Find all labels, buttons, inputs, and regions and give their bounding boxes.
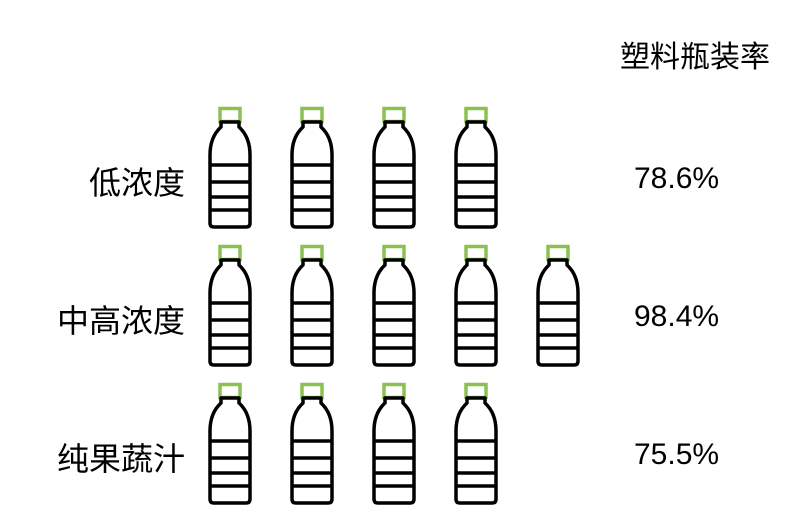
bottle-body	[208, 258, 252, 367]
value-label: 78.6%	[634, 162, 720, 195]
bottle-cap	[382, 244, 406, 262]
bottle-icon	[290, 106, 334, 229]
bottle-icon	[372, 382, 416, 505]
chart-title: 塑料瓶装率	[620, 40, 770, 75]
bottle-body	[372, 396, 416, 505]
bottle-icon	[454, 244, 498, 367]
bottle-cap	[300, 382, 324, 400]
bottle-icon	[454, 106, 498, 229]
bottle-cap	[300, 106, 324, 124]
bottle-icon	[290, 244, 334, 367]
bottle-body	[372, 258, 416, 367]
bottle-icon	[208, 106, 252, 229]
bottle-body	[208, 396, 252, 505]
bottle-body	[208, 120, 252, 229]
bottle-body	[454, 258, 498, 367]
category-label: 纯果蔬汁	[56, 440, 185, 478]
bottle-icon	[208, 244, 252, 367]
bottle-cap	[218, 106, 242, 124]
bottle-icon	[454, 382, 498, 505]
bottle-cap	[382, 382, 406, 400]
bottle-icon	[208, 382, 252, 505]
bottle-cap	[464, 106, 488, 124]
bottle-cap	[464, 382, 488, 400]
bottle-cap	[382, 106, 406, 124]
category-label: 低浓度	[88, 164, 185, 202]
bottle-icon	[372, 244, 416, 367]
bottle-body	[454, 396, 498, 505]
bottle-body	[290, 396, 334, 505]
bottle-cap	[546, 244, 570, 262]
bottle-body	[372, 120, 416, 229]
value-label: 98.4%	[634, 300, 720, 333]
bottle-body	[536, 258, 580, 367]
bottle-body	[454, 120, 498, 229]
category-label: 中高浓度	[56, 302, 185, 340]
bottle-cap	[218, 244, 242, 262]
bottle-cap	[300, 244, 324, 262]
bottle-body	[290, 120, 334, 229]
bottle-icon	[290, 382, 334, 505]
bottle-cap	[218, 382, 242, 400]
value-label: 75.5%	[634, 438, 720, 471]
bottle-body	[290, 258, 334, 367]
bottle-cap	[464, 244, 488, 262]
bottle-icon	[536, 244, 580, 367]
bottle-icon	[372, 106, 416, 229]
